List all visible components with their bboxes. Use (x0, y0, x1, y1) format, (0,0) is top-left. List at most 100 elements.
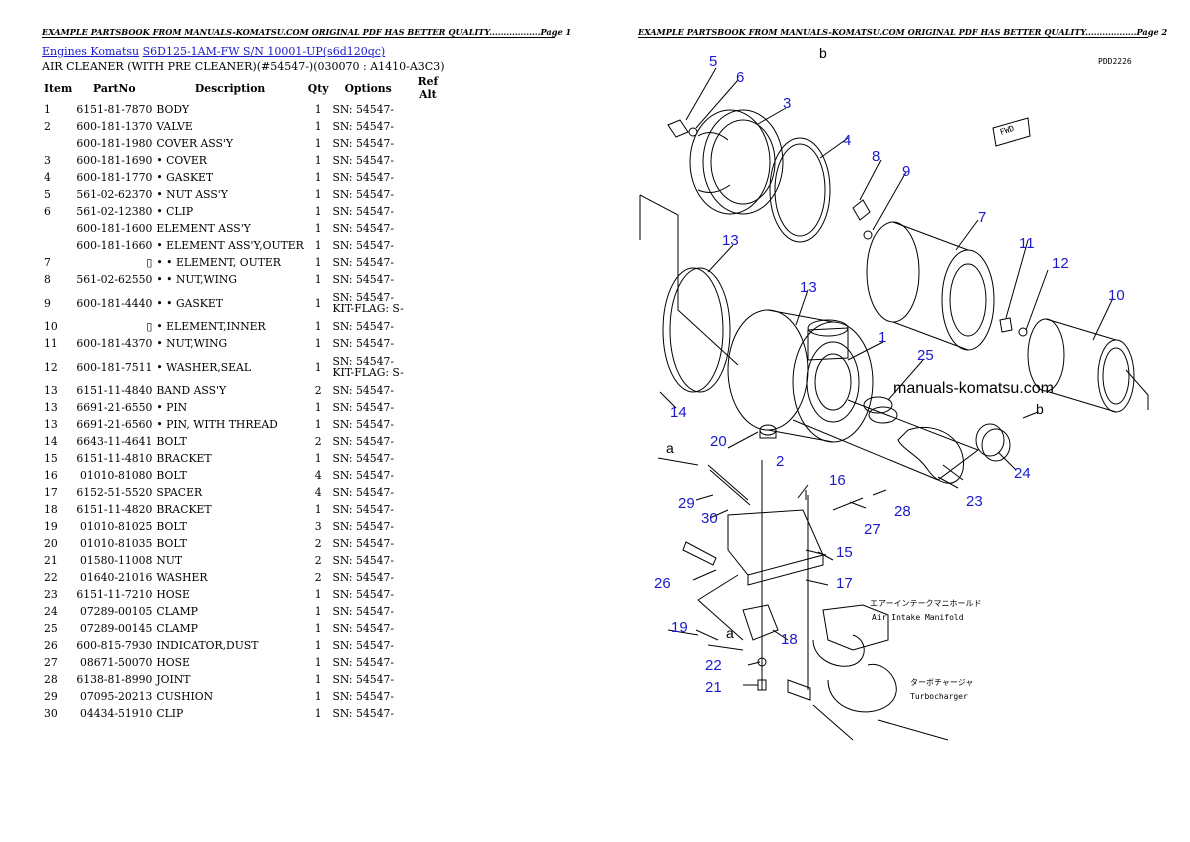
callout-9: 9 (902, 163, 910, 180)
qty-cell: 1 (314, 239, 322, 252)
qty-cell: 1 (314, 256, 322, 269)
options-cell: SN: 54547- (332, 171, 394, 184)
item-cell: 3 (44, 154, 51, 167)
options-sn: SN: 54547- (332, 355, 394, 368)
options-cell: SN: 54547- (332, 418, 394, 431)
description-cell: • • ELEMENT, OUTER (156, 256, 281, 269)
callout-25: 25 (917, 347, 934, 364)
ref-alt-cell (406, 586, 450, 603)
options-cell: SN: 54547- (332, 401, 394, 414)
options-cell: SN: 54547- (332, 605, 394, 618)
partno-cell: 600-181-1600 (76, 222, 153, 235)
parts-table: Item PartNo Description Qty Options Ref … (42, 75, 450, 722)
ref-alt-cell (406, 254, 450, 271)
options-cell: SN: 54547-KIT-FLAG: S- (330, 352, 405, 382)
ref-alt-cell (406, 335, 450, 352)
partno-cell: 600-181-4440 (76, 296, 153, 310)
callout-23: 23 (966, 493, 983, 510)
ref-alt-cell (406, 671, 450, 688)
watermark: manuals-komatsu.com (893, 380, 1054, 397)
partno-cell: 6152-51-5520 (76, 486, 153, 499)
options-cell: SN: 54547- (332, 120, 394, 133)
partno-cell: 08671-50070 (80, 656, 153, 669)
ref-alt-cell (406, 433, 450, 450)
partno-cell: 600-181-1690 (76, 154, 153, 167)
item-cell (42, 237, 74, 254)
breadcrumb-link-engines[interactable]: Engines Komatsu (42, 45, 140, 58)
item-cell: 21 (44, 554, 58, 567)
item-cell: 17 (44, 486, 58, 499)
ref-alt-cell (406, 186, 450, 203)
options-cell: SN: 54547- (332, 239, 394, 252)
description-cell: • PIN (156, 401, 188, 414)
options-cell: SN: 54547- (332, 554, 394, 567)
partno-cell: 01010-81025 (80, 520, 153, 533)
qty-cell: 1 (314, 605, 322, 618)
letter-b-arrow: b (1036, 401, 1044, 417)
description-cell: • PIN, WITH THREAD (156, 418, 278, 431)
description-cell: BOLT (156, 537, 187, 550)
description-cell: CLAMP (156, 622, 198, 635)
qty-cell: 1 (314, 222, 322, 235)
options-cell: SN: 54547- (332, 103, 394, 116)
item-cell: 22 (44, 571, 58, 584)
partno-cell: 07289-00145 (80, 622, 153, 635)
qty-cell: 1 (314, 137, 322, 150)
qty-cell: 1 (314, 205, 322, 218)
partno-cell: 561-02-62550 (76, 273, 153, 286)
item-cell: 2 (44, 120, 51, 133)
options-cell: SN: 54547- (332, 520, 394, 533)
manifold-en-label: Air Intake Manifold (872, 613, 964, 622)
item-cell: 26 (44, 639, 58, 652)
breadcrumb-link-model[interactable]: S6D125-1AM-FW S/N 10001-UP(s6d120qc) (142, 45, 386, 58)
callout-15: 15 (836, 544, 853, 561)
options-cell: SN: 54547- (332, 469, 394, 482)
ref-alt-cell (406, 654, 450, 671)
letter-b-top: b (819, 45, 827, 61)
description-cell: • COVER (156, 154, 207, 167)
item-cell: 25 (44, 622, 58, 635)
qty-cell: 1 (314, 656, 322, 669)
ref-alt-cell (406, 450, 450, 467)
callout-22: 22 (705, 657, 722, 674)
partno-cell: 600-181-4370 (76, 337, 153, 350)
options-cell: SN: 54547- (332, 384, 394, 397)
description-cell: HOSE (156, 656, 190, 669)
ref-alt-cell (406, 288, 450, 318)
ref-alt-cell (406, 399, 450, 416)
partno-cell: 6151-11-4840 (76, 384, 153, 397)
description-cell: BOLT (156, 469, 187, 482)
callout-10: 10 (1108, 287, 1125, 304)
callout-14: 14 (670, 404, 687, 421)
description-cell: JOINT (156, 673, 191, 686)
partno-cell: 561-02-62370 (76, 188, 153, 201)
options-cell: SN: 54547- (332, 137, 394, 150)
options-kit-flag: KIT-FLAG: S- (332, 302, 404, 315)
item-cell: 16 (44, 469, 58, 482)
ref-alt-cell (406, 603, 450, 620)
qty-cell: 1 (314, 690, 322, 703)
qty-cell: 1 (314, 588, 322, 601)
callout-12: 12 (1052, 255, 1069, 272)
qty-cell: 1 (314, 452, 322, 465)
ref-alt-cell (406, 535, 450, 552)
partno-cell: 600-181-7511 (76, 360, 153, 374)
partno-cell: 6691-21-6550 (76, 401, 153, 414)
ref-alt-cell (406, 705, 450, 722)
qty-cell: 1 (314, 401, 322, 414)
